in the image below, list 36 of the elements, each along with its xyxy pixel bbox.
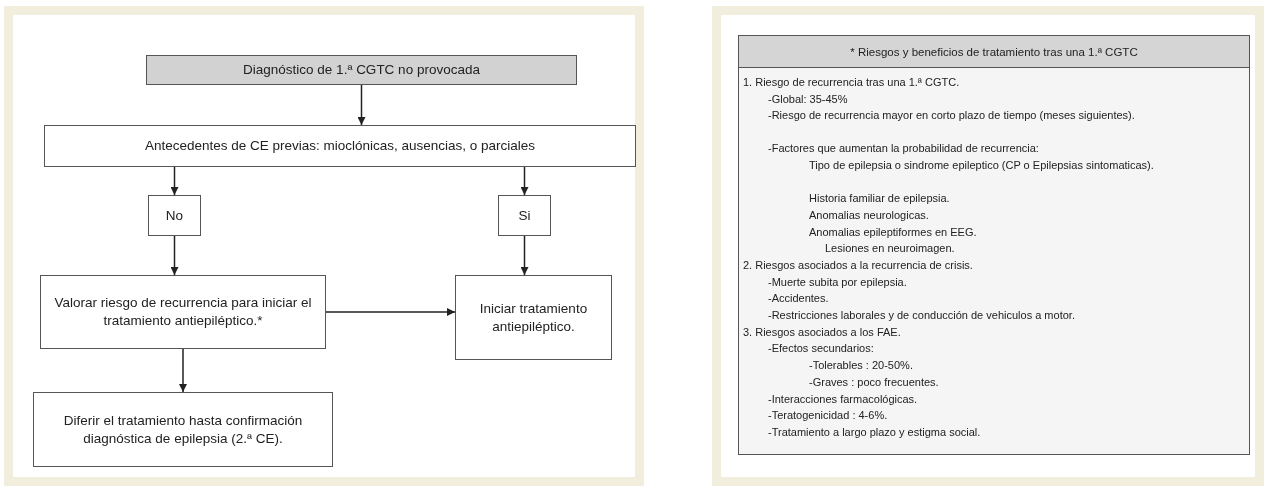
list-item: -Tratamiento a largo plazo y estigma social. (768, 425, 982, 439)
list-item: -Interacciones farmacológicas. (768, 392, 919, 406)
list-item: -Graves : poco frecuentes. (809, 375, 940, 389)
arrow (170, 235, 179, 276)
list-item: -Global: 35-45% (768, 92, 849, 106)
list-item: -Accidentes. (768, 292, 830, 306)
arrow (170, 166, 179, 196)
arrow (325, 308, 456, 316)
panel-header: * Riesgos y beneficios de tratamiento tras una 1.ª CGTC (739, 36, 1249, 68)
process-box: Diferir el tratamiento hasta confirmación diagnóstica de epilepsia (2.ª CE). (33, 392, 333, 467)
arrow (179, 348, 187, 393)
list-item: Anomalias neurologicas. (809, 208, 930, 222)
arrow (357, 84, 366, 126)
process-box: Iniciar tratamiento antiepiléptico. (455, 275, 612, 360)
list-item: -Muerte subita por epilepsia. (768, 275, 908, 289)
list-item: Anomalias epileptiformes en EEG. (809, 225, 978, 239)
list-item: 1. Riesgo de recurrencia tras una 1.ª CGTC. (743, 76, 961, 89)
list-item: Historia familiar de epilepsia. (809, 192, 951, 206)
process-box: Valorar riesgo de recurrencia para iniciar el tratamiento antiepiléptico.* (40, 275, 326, 349)
list-item: -Factores que aumentan la probabilidad de recurrencia: (768, 142, 1040, 156)
arrow (520, 235, 529, 276)
list-item: -Restricciones laborales y de conducción de vehiculos a motor. (768, 309, 1076, 322)
list-item: -Riesgo de recurrencia mayor en corto plazo de tiempo (meses siguientes). (767, 109, 1136, 123)
list-item: -Efectos secundarios: (768, 342, 875, 356)
list-item: Tipo de epilepsia o sindrome epileptico (CP o Epilepsias sintomaticas). (808, 159, 1155, 173)
list-item: Lesiones en neuroimagen. (825, 242, 956, 256)
start-box: Diagnóstico de 1.ª CGTC no provocada (146, 55, 577, 85)
list-item: -Teratogenicidad : 4-6%. (768, 409, 889, 423)
list-item: 2. Riesgos asociados a la recurrencia de crisis. (743, 258, 974, 272)
answer-box: Si (498, 195, 551, 236)
arrow (520, 166, 529, 196)
answer-box: No (148, 195, 201, 236)
info-panel (738, 35, 1250, 455)
process-box: Antecedentes de CE previas: mioclónicas, ausencias, o parciales (44, 125, 636, 167)
list-item: -Tolerables : 20-50%. (809, 359, 914, 373)
list-item: 3. Riesgos asociados a los FAE. (743, 325, 902, 339)
